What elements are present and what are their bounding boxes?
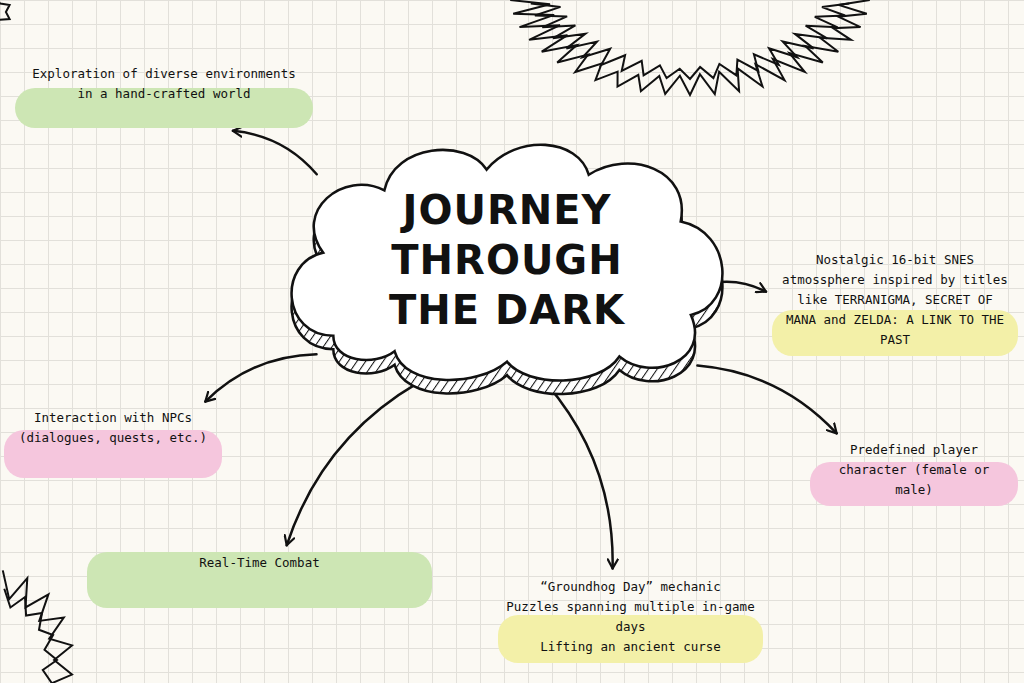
curved-arrow bbox=[697, 366, 836, 434]
topic-text: “Groundhog Day” mechanic bbox=[506, 577, 755, 597]
topic-text: Real-Time Combat bbox=[95, 553, 424, 573]
topic-band: Nostalgic 16-bit SNES atmossphere inspir… bbox=[772, 246, 1018, 356]
topic-band: Real-Time Combat bbox=[87, 550, 432, 608]
topic-text: Exploration of diverse environments in a… bbox=[23, 64, 305, 104]
topic-text: Interaction with NPCs (dialogues, quests… bbox=[12, 408, 214, 448]
curved-arrow bbox=[547, 384, 613, 569]
topic-text: Puzzles spanning multiple in-game days bbox=[506, 597, 755, 637]
curved-arrow bbox=[287, 383, 419, 546]
topic-text: Nostalgic 16-bit SNES atmossphere inspir… bbox=[780, 250, 1010, 350]
cloud-outline bbox=[292, 145, 723, 381]
starburst bbox=[4, 589, 57, 683]
starburst bbox=[0, 0, 10, 26]
starburst bbox=[510, 0, 870, 95]
title-cloud: JOURNEY THROUGH THE DARK bbox=[272, 128, 742, 398]
starburst bbox=[531, 3, 849, 79]
topic-band: Interaction with NPCs (dialogues, quests… bbox=[4, 404, 222, 478]
curved-arrow bbox=[205, 354, 316, 401]
topic-text: Predefined player character (female or m… bbox=[818, 440, 1010, 500]
starburst bbox=[3, 570, 72, 683]
topic-text: Lifting an ancient curse bbox=[506, 637, 755, 657]
title-text: JOURNEY THROUGH THE DARK bbox=[357, 185, 657, 335]
topic-band: Exploration of diverse environments in a… bbox=[15, 62, 313, 128]
topic-band: “Groundhog Day” mechanicPuzzles spanning… bbox=[498, 574, 763, 663]
topic-band: Predefined player character (female or m… bbox=[810, 436, 1018, 506]
curved-arrow bbox=[233, 131, 317, 174]
